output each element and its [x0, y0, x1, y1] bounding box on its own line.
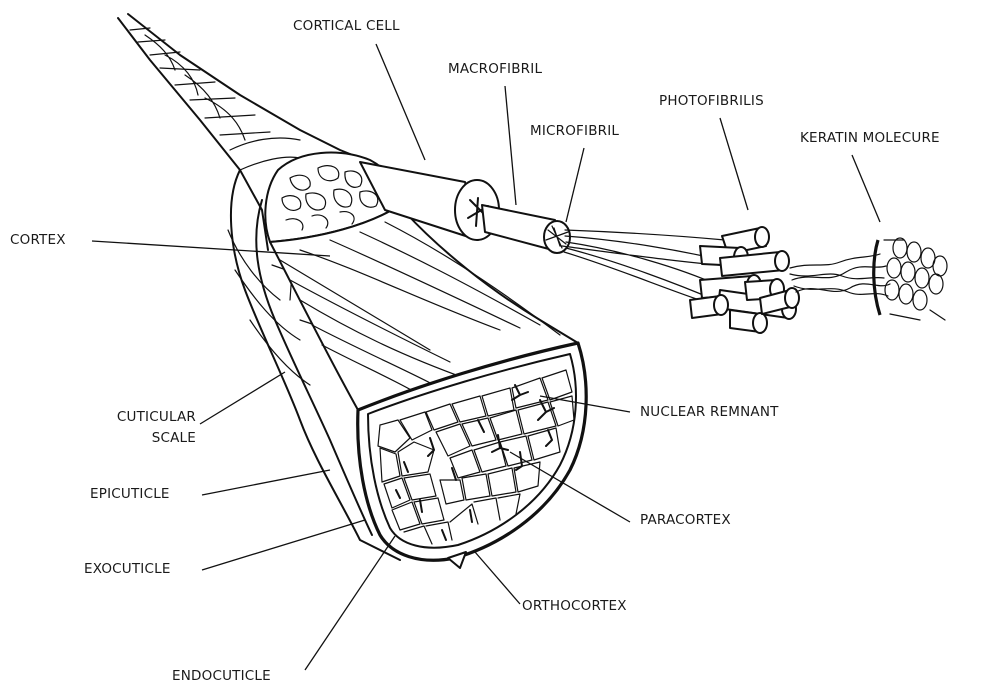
- macrofibril: [482, 205, 570, 253]
- leader-cuticular-scale: [200, 372, 285, 424]
- label-exocuticle: EXOCUTICLE: [84, 561, 171, 578]
- label-microfibril: MICROFIBRIL: [530, 123, 619, 140]
- label-epicuticle: EPICUTICLE: [90, 486, 170, 503]
- leader-photofibrilis: [720, 118, 748, 210]
- label-keratin-molecure: KERATIN MOLECURE: [800, 130, 940, 147]
- label-cortex: CORTEX: [10, 232, 66, 249]
- leader-macrofibril: [505, 86, 516, 205]
- label-paracortex: PARACORTEX: [640, 512, 731, 529]
- label-nuclear-remnant: NUCLEAR REMNANT: [640, 404, 779, 421]
- label-cortical-cell: CORTICAL CELL: [293, 18, 400, 35]
- microfibril-strands: [562, 227, 799, 333]
- leader-orthocortex: [475, 552, 520, 604]
- leader-epicuticle: [202, 470, 330, 495]
- leader-keratin: [852, 155, 880, 222]
- label-orthocortex: ORTHOCORTEX: [522, 598, 627, 615]
- leader-exocuticle: [202, 520, 365, 570]
- label-macrofibril: MACROFIBRIL: [448, 61, 542, 78]
- label-endocuticle: ENDOCUTICLE: [172, 668, 271, 685]
- label-cuticular-scale-line2: SCALE: [90, 430, 196, 447]
- leader-cortical-cell: [376, 44, 425, 160]
- keratin-molecule-bundle: [790, 238, 947, 320]
- label-photofibrilis: PHOTOFIBRILIS: [659, 93, 764, 110]
- label-cuticular-scale-line1: CUTICULAR: [90, 409, 196, 426]
- leader-endocuticle: [305, 536, 395, 670]
- leader-microfibril: [566, 148, 584, 222]
